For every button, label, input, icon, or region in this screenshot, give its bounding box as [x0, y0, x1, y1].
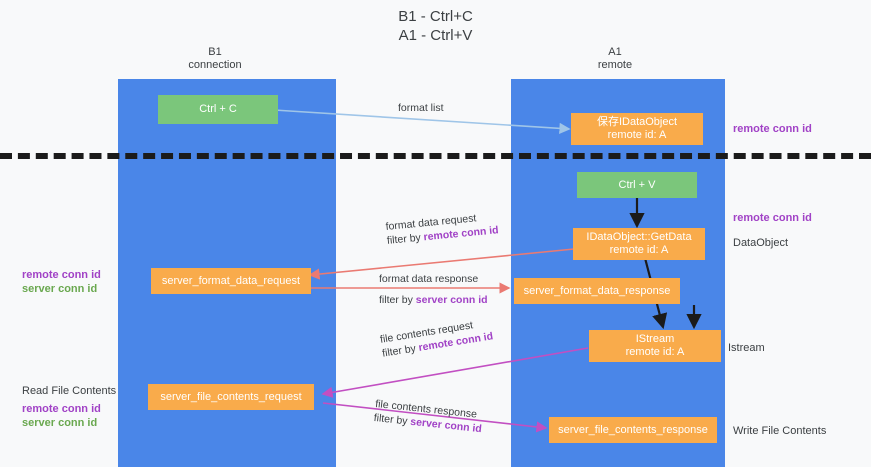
edge-label-format-data-response-main: format data response — [379, 273, 479, 285]
node-ctrl-v-label: Ctrl + V — [618, 178, 656, 191]
node-istream-label: IStream — [635, 333, 675, 345]
annotation-left-remote-conn-id-bottom: remote conn id — [22, 403, 101, 415]
page-title: B1 - Ctrl+C A1 - Ctrl+V — [0, 7, 871, 45]
lane-header-b1-subtitle: connection — [188, 59, 242, 71]
annotation-left-server-conn-id-mid: server conn id — [22, 283, 98, 295]
lane-header-b1-title: B1 — [208, 46, 222, 58]
annotation-right-remote-conn-id-mid: remote conn id — [733, 212, 812, 224]
edge-label-file-contents-response: file contents response filter by server … — [373, 397, 484, 436]
node-idataobject-getdata-label: IDataObject::GetData — [586, 231, 692, 243]
edge-label-file-contents-request: file contents request filter by remote c… — [379, 315, 494, 360]
node-save-idataobject-sub: remote id: A — [607, 129, 667, 141]
edge-label-format-data-request: format data request filter by remote con… — [385, 209, 499, 248]
node-ctrl-c[interactable]: Ctrl + C — [158, 95, 278, 124]
annotation-right-dataobject: DataObject — [733, 237, 789, 249]
node-idataobject-getdata[interactable]: IDataObject::GetData remote id: A — [573, 228, 705, 260]
node-server-file-contents-request[interactable]: server_file_contents_request — [148, 384, 314, 410]
annotation-right-remote-conn-id-top: remote conn id — [733, 123, 812, 135]
title-line-1: B1 - Ctrl+C — [398, 8, 473, 25]
edge-label-format-data-response: format data response filter by server co… — [379, 272, 488, 307]
edge-label-format-list: format list — [398, 102, 444, 114]
annotation-right-istream: Istream — [728, 342, 765, 354]
node-ctrl-c-label: Ctrl + C — [199, 103, 237, 115]
node-server-format-data-response[interactable]: server_format_data_response — [514, 278, 680, 304]
lane-header-b1: B1 connection — [145, 46, 285, 72]
node-server-file-contents-request-label: server_file_contents_request — [160, 390, 302, 403]
node-save-idataobject-label: 保存IDataObject — [596, 116, 678, 128]
annotation-right-write-file-contents: Write File Contents — [733, 425, 827, 437]
filter-key-server-conn-id: server conn id — [415, 294, 488, 306]
node-istream[interactable]: IStream remote id: A — [589, 330, 721, 362]
node-server-file-contents-response-label: server_file_contents_response — [558, 423, 708, 436]
node-server-format-data-request-label: server_format_data_request — [161, 274, 301, 287]
lane-header-a1-title: A1 — [608, 46, 622, 58]
node-server-format-data-response-label: server_format_data_response — [523, 284, 671, 297]
node-idataobject-getdata-sub: remote id: A — [609, 244, 669, 256]
annotation-left-read-file-contents: Read File Contents — [22, 385, 117, 397]
node-istream-sub: remote id: A — [625, 346, 685, 358]
title-line-2: A1 - Ctrl+V — [398, 27, 473, 44]
edge-label-format-data-response-filter: filter by server conn id — [379, 294, 488, 306]
lane-header-a1: A1 remote — [545, 46, 685, 72]
lane-header-a1-subtitle: remote — [597, 59, 633, 71]
node-ctrl-v[interactable]: Ctrl + V — [577, 172, 697, 198]
node-server-file-contents-response[interactable]: server_file_contents_response — [549, 417, 717, 443]
annotation-left-remote-conn-id-mid: remote conn id — [22, 269, 101, 281]
node-server-format-data-request[interactable]: server_format_data_request — [151, 268, 311, 294]
annotation-left-server-conn-id-bottom: server conn id — [22, 417, 98, 429]
phase-divider — [0, 153, 871, 159]
node-save-idataobject[interactable]: 保存IDataObject remote id: A — [571, 113, 703, 145]
